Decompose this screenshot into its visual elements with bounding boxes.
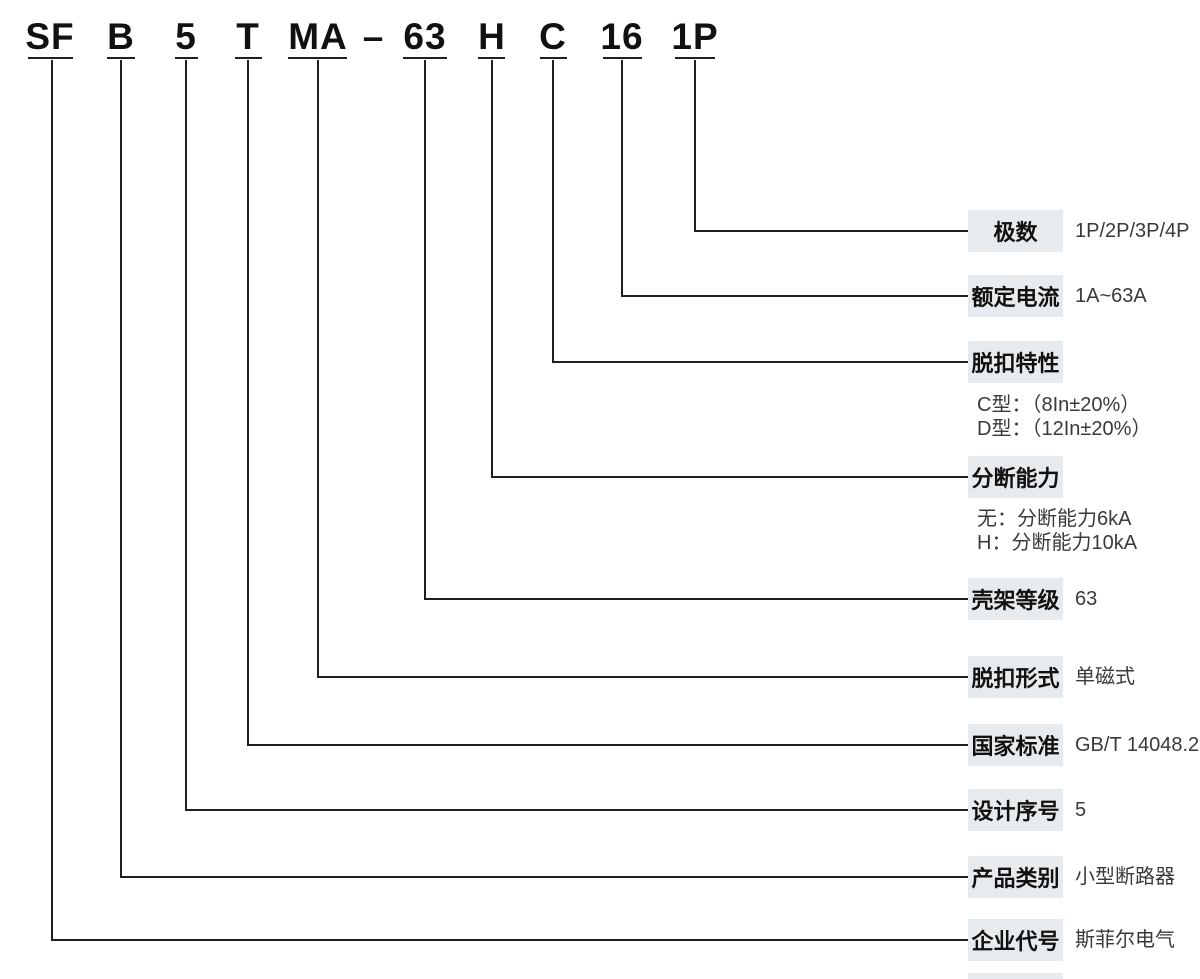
underline-ma <box>288 57 347 59</box>
connector-horizontal-trip-form <box>317 676 968 678</box>
underline-1p <box>675 57 715 59</box>
underline-h <box>478 57 505 59</box>
connector-vertical-1p <box>694 60 696 232</box>
underline-sf <box>28 57 73 59</box>
label-box-poles: 极数 <box>968 210 1063 252</box>
connector-horizontal-poles <box>694 230 968 232</box>
connector-horizontal-breaking <box>491 476 968 478</box>
code-segment-t: T <box>236 16 260 57</box>
connector-vertical-b <box>120 60 122 878</box>
value-design-serial: 5 <box>1075 799 1087 821</box>
value-poles: 1P/2P/3P/4P <box>1075 220 1190 242</box>
connector-horizontal-category <box>120 876 968 878</box>
connector-vertical-t <box>247 60 249 746</box>
connector-horizontal-frame <box>424 598 968 600</box>
sub-trip-characteristic-c: C型：（8In±20%） <box>977 394 1141 416</box>
connector-horizontal-standard <box>247 744 968 746</box>
connector-vertical-63 <box>424 60 426 599</box>
connector-vertical-h <box>491 60 493 478</box>
underline-b <box>107 57 135 59</box>
code-segment-sf: SF <box>25 16 75 57</box>
label-box-product-category: 产品类别 <box>968 856 1063 898</box>
label-national-standard: 国家标准 <box>971 734 1060 759</box>
code-segment-ma: MA <box>288 16 348 57</box>
underline-c <box>540 57 567 59</box>
label-box-national-standard: 国家标准 <box>968 724 1063 766</box>
label-product-category: 产品类别 <box>971 866 1060 891</box>
connector-vertical-c <box>552 60 554 363</box>
connector-horizontal-design <box>185 809 968 811</box>
connector-vertical-ma <box>317 60 319 678</box>
underline-16 <box>603 57 642 59</box>
connector-horizontal-company <box>51 939 968 941</box>
value-trip-form: 单磁式 <box>1075 666 1135 688</box>
code-segment-c: C <box>539 16 567 57</box>
label-box-partial-bottom <box>968 973 1063 979</box>
label-box-frame-rating: 壳架等级 <box>968 578 1063 620</box>
value-product-category: 小型断路器 <box>1075 866 1175 888</box>
sub-trip-characteristic-d: D型：（12In±20%） <box>977 418 1152 440</box>
connector-horizontal-trip-char <box>552 361 968 363</box>
code-separator-dash: – <box>362 16 384 57</box>
code-segment-63: 63 <box>403 16 447 57</box>
value-rated-current: 1A~63A <box>1075 285 1147 307</box>
label-company-code: 企业代号 <box>971 929 1060 954</box>
label-trip-characteristic: 脱扣特性 <box>971 351 1060 376</box>
underline-5 <box>175 57 198 59</box>
value-national-standard: GB/T 14048.2 <box>1075 734 1200 756</box>
label-frame-rating: 壳架等级 <box>971 588 1060 613</box>
label-rated-current: 额定电流 <box>971 285 1060 310</box>
label-box-design-serial: 设计序号 <box>968 789 1063 831</box>
label-poles: 极数 <box>993 220 1038 245</box>
label-box-breaking-capacity: 分断能力 <box>968 456 1063 498</box>
label-design-serial: 设计序号 <box>971 799 1060 824</box>
label-breaking-capacity: 分断能力 <box>971 466 1060 491</box>
value-frame-rating: 63 <box>1075 588 1098 610</box>
label-trip-form: 脱扣形式 <box>971 666 1060 691</box>
connector-vertical-16 <box>621 60 623 297</box>
connector-horizontal-current <box>621 295 968 297</box>
label-box-trip-characteristic: 脱扣特性 <box>968 341 1063 383</box>
underline-63 <box>403 57 447 59</box>
connector-vertical-5 <box>185 60 187 811</box>
label-box-company-code: 企业代号 <box>968 919 1063 961</box>
connector-vertical-sf <box>51 60 53 941</box>
label-box-trip-form: 脱扣形式 <box>968 656 1063 698</box>
sub-breaking-capacity-h: H：分断能力10kA <box>977 532 1138 554</box>
sub-breaking-capacity-none: 无：分断能力6kA <box>977 508 1132 530</box>
code-segment-1p: 1P <box>671 16 719 57</box>
code-segment-5: 5 <box>175 16 197 57</box>
code-segment-h: H <box>478 16 506 57</box>
underline-t <box>235 57 262 59</box>
label-box-rated-current: 额定电流 <box>968 275 1063 317</box>
code-segment-16: 16 <box>600 16 644 57</box>
code-segment-b: B <box>107 16 135 57</box>
value-company-code: 斯菲尔电气 <box>1075 929 1175 951</box>
